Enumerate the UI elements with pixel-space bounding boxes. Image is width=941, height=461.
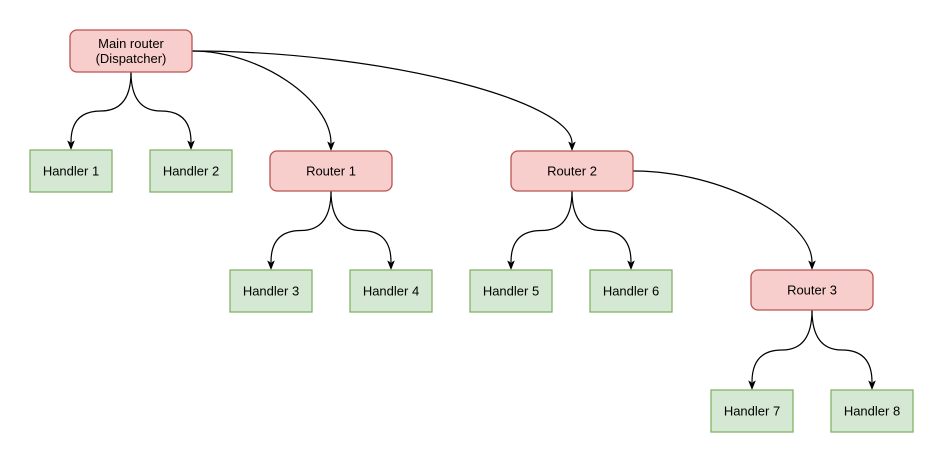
node-label: Handler 4 xyxy=(363,284,419,299)
edge-router-2-to-handler-5 xyxy=(507,190,573,270)
node-router-2: Router 2 xyxy=(510,150,634,192)
node-handler-8: Handler 8 xyxy=(830,389,914,433)
handler-box xyxy=(149,149,233,193)
node-label: Router 3 xyxy=(787,283,837,298)
edge-router-2-to-handler-6 xyxy=(571,190,635,270)
edge-main-router-to-router-2 xyxy=(191,50,576,151)
arrowhead-icon xyxy=(267,260,275,270)
node-handler-7: Handler 7 xyxy=(710,389,794,433)
node-handler-4: Handler 4 xyxy=(349,269,433,313)
node-label: Handler 6 xyxy=(603,284,659,299)
arrowhead-icon xyxy=(507,260,515,270)
handler-box xyxy=(830,389,914,433)
node-main-router: Main router(Dispatcher) xyxy=(69,29,193,73)
arrowhead-icon xyxy=(187,140,195,150)
node-label: Handler 5 xyxy=(483,284,539,299)
router-box xyxy=(510,150,634,192)
node-label: Handler 1 xyxy=(43,164,99,179)
edge-router-1-to-handler-4 xyxy=(330,190,395,270)
handler-box xyxy=(469,269,553,313)
handler-box xyxy=(349,269,433,313)
node-router-3: Router 3 xyxy=(750,269,874,311)
router-box xyxy=(69,29,193,73)
node-handler-3: Handler 3 xyxy=(229,269,313,313)
node-label: Handler 7 xyxy=(724,404,780,419)
handler-box xyxy=(589,269,673,313)
arrowhead-icon xyxy=(327,141,335,151)
edge-router-2-to-router-3 xyxy=(632,170,816,270)
arrowhead-icon xyxy=(868,380,876,390)
node-handler-6: Handler 6 xyxy=(589,269,673,313)
node-label: Handler 8 xyxy=(844,404,900,419)
node-label: Handler 3 xyxy=(243,284,299,299)
handler-box xyxy=(229,269,313,313)
arrowhead-icon xyxy=(67,140,75,150)
arrowhead-icon xyxy=(627,260,635,270)
edge-main-router-to-handler-2 xyxy=(130,71,195,150)
arrowhead-icon xyxy=(748,380,756,390)
arrowhead-icon xyxy=(808,260,816,270)
edge-router-3-to-handler-8 xyxy=(811,309,876,390)
router-box xyxy=(269,150,393,192)
arrowhead-icon xyxy=(568,141,576,151)
node-label: Router 2 xyxy=(547,164,597,179)
node-router-1: Router 1 xyxy=(269,150,393,192)
edge-router-3-to-handler-7 xyxy=(748,309,813,390)
node-handler-2: Handler 2 xyxy=(149,149,233,193)
router-box xyxy=(750,269,874,311)
node-handler-1: Handler 1 xyxy=(29,149,113,193)
arrowhead-icon xyxy=(387,260,395,270)
handler-box xyxy=(710,389,794,433)
edge-router-1-to-handler-3 xyxy=(267,190,332,270)
node-label: Main router(Dispatcher) xyxy=(96,36,167,66)
node-label: Router 1 xyxy=(306,164,356,179)
edge-main-router-to-handler-1 xyxy=(67,71,132,150)
edge-main-router-to-router-1 xyxy=(191,50,335,151)
node-handler-5: Handler 5 xyxy=(469,269,553,313)
node-label: Handler 2 xyxy=(163,164,219,179)
handler-box xyxy=(29,149,113,193)
